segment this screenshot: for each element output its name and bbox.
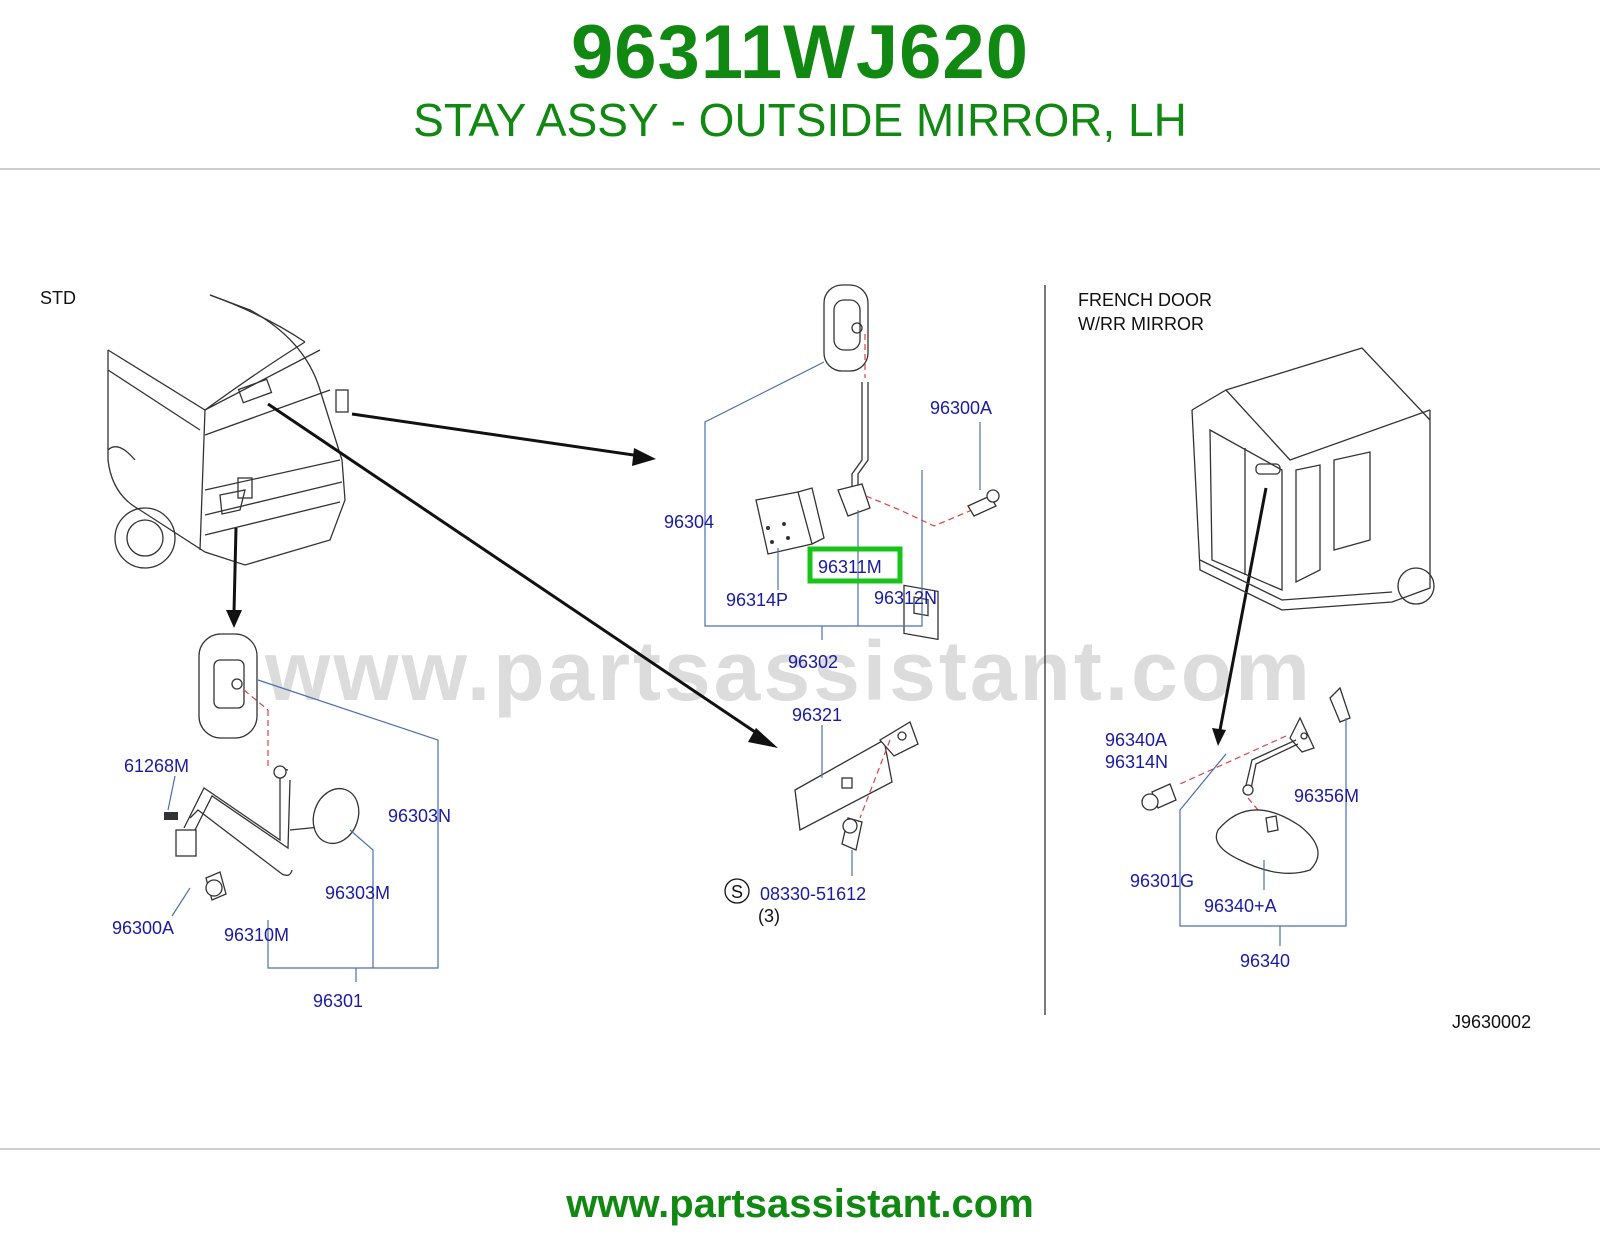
parts-diagram-svg: www.partsassistant.com STD FRENCH DOOR W… bbox=[40, 284, 1531, 1032]
label-96301G: 96301G bbox=[1130, 871, 1194, 891]
label-96301: 96301 bbox=[313, 991, 363, 1011]
van-rear-illustration bbox=[1191, 347, 1435, 611]
label-96303N: 96303N bbox=[388, 806, 451, 826]
label-96321: 96321 bbox=[792, 705, 842, 725]
label-96314P: 96314P bbox=[726, 590, 788, 610]
label-96340: 96340 bbox=[1240, 951, 1290, 971]
footer-website-link[interactable]: www.partsassistant.com bbox=[566, 1182, 1034, 1226]
label-08330-51612: 08330-51612 bbox=[760, 884, 866, 904]
label-96310M: 96310M bbox=[224, 925, 289, 945]
van-front-illustration bbox=[107, 294, 349, 569]
inside-mirror-assembly-96340 bbox=[1141, 686, 1351, 874]
arrows bbox=[226, 402, 1268, 748]
part-number-title: 96311WJ620 bbox=[571, 10, 1029, 95]
label-96340A: 96340A bbox=[1105, 730, 1167, 750]
label-96302: 96302 bbox=[788, 652, 838, 672]
label-96300A-bottom: 96300A bbox=[112, 918, 174, 938]
figure-code: J9630002 bbox=[1452, 1012, 1531, 1032]
part-name-subtitle: STAY ASSY - OUTSIDE MIRROR, LH bbox=[413, 94, 1187, 146]
french-door-label-line2: W/RR MIRROR bbox=[1078, 314, 1204, 334]
french-door-label-line1: FRENCH DOOR bbox=[1078, 290, 1212, 310]
label-96300A-top: 96300A bbox=[930, 398, 992, 418]
label-96312N: 96312N bbox=[874, 588, 937, 608]
screw-qty: (3) bbox=[758, 906, 780, 926]
footer-divider bbox=[0, 1148, 1600, 1150]
std-label: STD bbox=[40, 288, 76, 308]
screw-symbol: S bbox=[731, 882, 743, 902]
label-96304: 96304 bbox=[664, 512, 714, 532]
leader-lines-96302 bbox=[704, 361, 981, 640]
label-96314N: 96314N bbox=[1105, 752, 1168, 772]
label-96356M: 96356M bbox=[1294, 786, 1359, 806]
bracket-96321 bbox=[794, 721, 919, 876]
label-96340plusA: 96340+A bbox=[1204, 896, 1277, 916]
mirror-assembly-96301 bbox=[164, 633, 360, 901]
watermark-text: www.partsassistant.com bbox=[264, 624, 1313, 718]
label-96311M-highlighted[interactable]: 96311M bbox=[818, 557, 882, 577]
page-header: 96311WJ620 STAY ASSY - OUTSIDE MIRROR, L… bbox=[0, 0, 1600, 170]
mirror-stay-assembly-96302 bbox=[755, 284, 1000, 641]
highlight-box-96311M bbox=[807, 546, 903, 584]
screw-symbol-circle bbox=[724, 878, 750, 904]
leader-lines-96301 bbox=[167, 679, 439, 982]
parts-diagram: www.partsassistant.com STD FRENCH DOOR W… bbox=[0, 270, 1600, 1070]
leader-lines-96340 bbox=[1179, 718, 1347, 946]
label-96303M: 96303M bbox=[325, 883, 390, 903]
label-61268M: 61268M bbox=[124, 756, 189, 776]
header-divider bbox=[0, 168, 1600, 170]
clip-61268M bbox=[164, 812, 178, 820]
